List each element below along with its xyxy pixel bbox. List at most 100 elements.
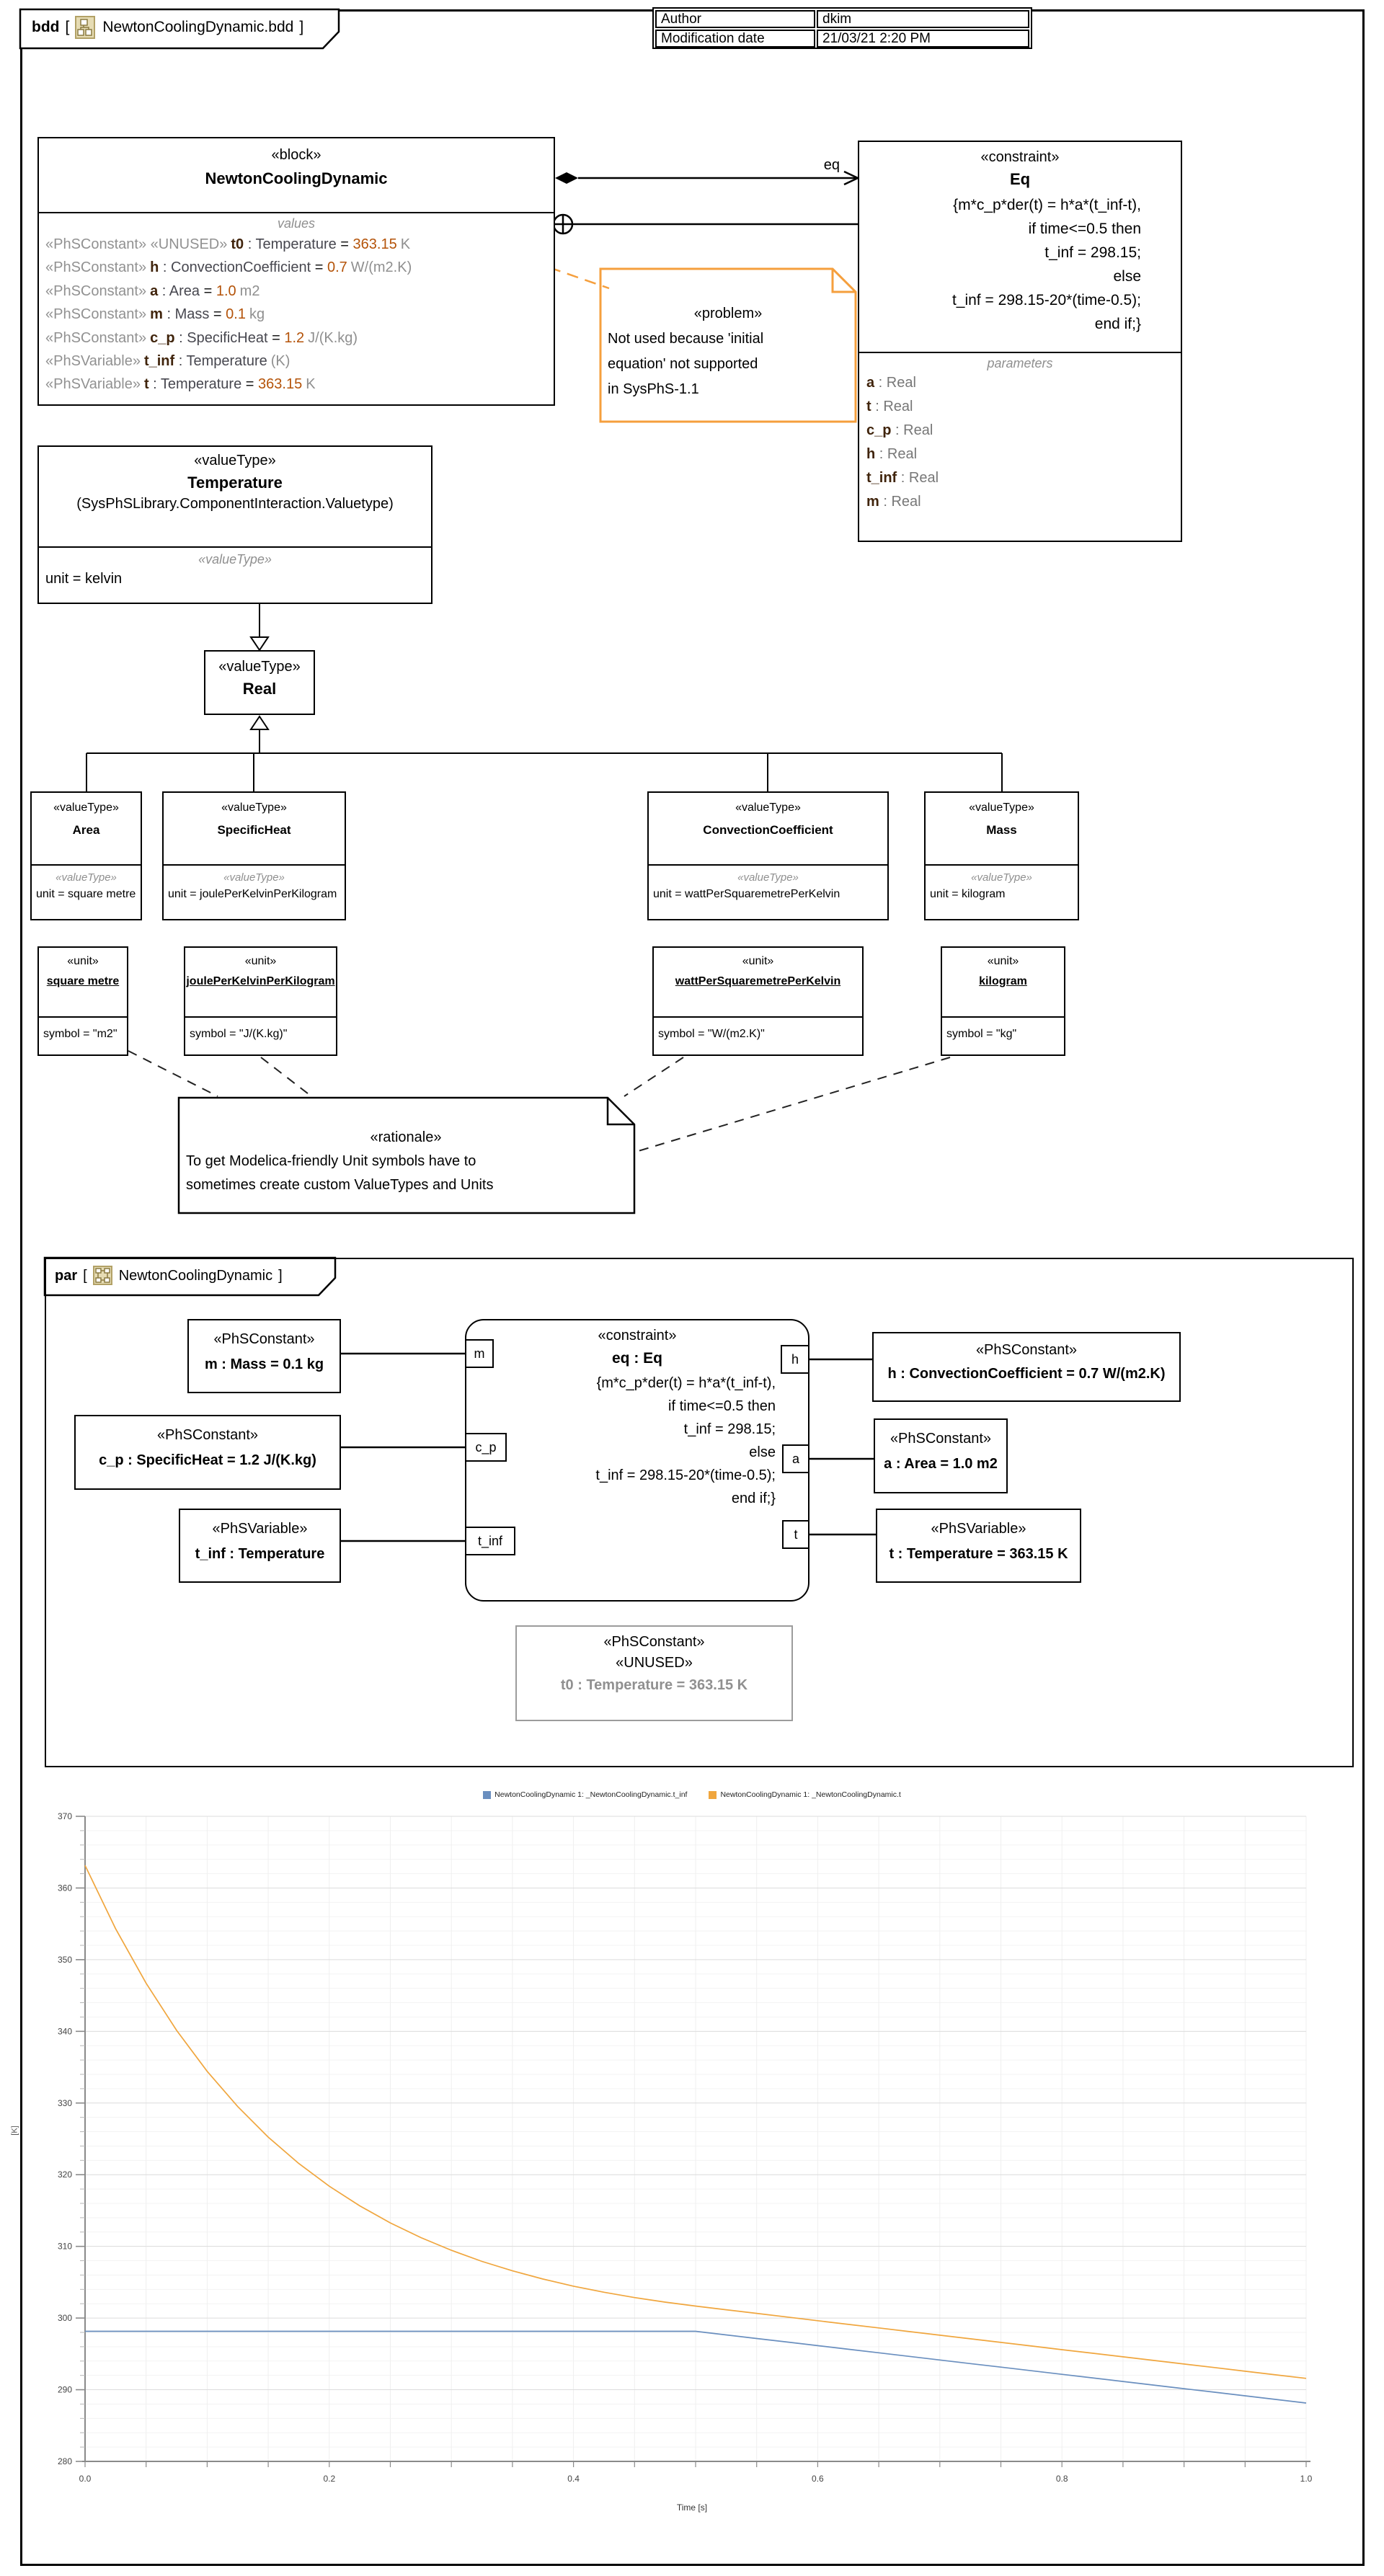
parameter-a: a : Real <box>866 375 916 391</box>
port-tinf: t_inf <box>465 1527 515 1555</box>
par-constant-cp: «PhSConstant» c_p : SpecificHeat = 1.2 J… <box>74 1415 341 1490</box>
legend-item-t: NewtonCoolingDynamic 1: _NewtonCoolingDy… <box>709 1790 901 1799</box>
svg-text:330: 330 <box>58 2098 72 2108</box>
constraint-block-eq: «constraint» Eq {m*c_p*der(t) = h*a*(t_i… <box>858 141 1182 542</box>
values-compartment-label: values <box>277 216 316 231</box>
par-variable-tinf: «PhSVariable» t_inf : Temperature <box>179 1509 341 1583</box>
association-label-eq: eq <box>823 157 840 173</box>
constraint-name: Eq <box>1009 170 1031 188</box>
legend-swatch-orange <box>709 1790 717 1799</box>
par-constraint-stereotype: «constraint» <box>598 1328 677 1343</box>
svg-text:290: 290 <box>58 2385 72 2395</box>
par-unused-t0: «PhSConstant» «UNUSED» t0 : Temperature … <box>515 1625 793 1721</box>
block-name: NewtonCoolingDynamic <box>205 169 388 187</box>
par-constant-m: «PhSConstant» m : Mass = 0.1 kg <box>187 1319 341 1393</box>
rationale-note: «rationale» To get Modelica-friendly Uni… <box>186 1126 626 1197</box>
chart-x-axis-label: Time [s] <box>676 2502 708 2513</box>
diagram-title: NewtonCoolingDynamic.bdd <box>102 19 294 35</box>
value-property-h: «PhSConstant»h : ConvectionCoefficient =… <box>45 259 412 276</box>
unit-wattpersquaremetreperkelvin: «unit» wattPerSquaremetrePerKelvin symbo… <box>652 946 864 1056</box>
constraint-stereotype: «constraint» <box>980 149 1060 165</box>
svg-text:0.0: 0.0 <box>79 2474 92 2484</box>
valuetype-real: «valueType» Real <box>204 650 315 715</box>
real-stereotype: «valueType» <box>218 659 301 675</box>
block-newtoncoolingdynamic: «block» NewtonCoolingDynamic values «PhS… <box>37 137 555 406</box>
port-t: t <box>782 1520 809 1549</box>
problem-stereotype: «problem» <box>693 306 763 321</box>
chart-y-axis-label: [K] <box>10 2126 19 2136</box>
svg-text:370: 370 <box>58 1811 72 1821</box>
svg-text:360: 360 <box>58 1883 72 1893</box>
svg-text:320: 320 <box>58 2169 72 2180</box>
par-constraint-equation: {m*c_p*der(t) = h*a*(t_inf-t), if time<=… <box>595 1375 776 1506</box>
legend-item-tinf: NewtonCoolingDynamic 1: _NewtonCoolingDy… <box>483 1790 687 1799</box>
port-h: h <box>781 1345 809 1374</box>
par-constant-h: «PhSConstant» h : ConvectionCoefficient … <box>872 1332 1181 1402</box>
problem-note: «problem» Not used because 'initial equa… <box>608 301 848 402</box>
svg-text:340: 340 <box>58 2026 72 2036</box>
constraint-equation: {m*c_p*der(t) = h*a*(t_inf-t), if time<=… <box>952 197 1141 332</box>
valuetype-temperature: «valueType» Temperature (SysPhSLibrary.C… <box>37 445 432 604</box>
port-cp: c_p <box>465 1433 507 1462</box>
unit-jouleperkelvinperkilogram: «unit» joulePerKelvinPerKilogram symbol … <box>184 946 337 1056</box>
unit-kilogram: «unit» kilogram symbol = "kg" <box>941 946 1065 1056</box>
svg-text:300: 300 <box>58 2313 72 2323</box>
close-bracket: ] <box>278 1267 283 1284</box>
legend-label-t: NewtonCoolingDynamic 1: _NewtonCoolingDy… <box>720 1790 901 1799</box>
real-name: Real <box>242 680 277 698</box>
valuetype-convectioncoefficient: «valueType» ConvectionCoefficient «value… <box>647 791 889 920</box>
valuetype-name: Temperature <box>187 474 283 492</box>
valuetype-area: «valueType» Area «valueType» unit = squa… <box>30 791 142 920</box>
chart-legend: NewtonCoolingDynamic 1: _NewtonCoolingDy… <box>0 1790 1384 1799</box>
open-bracket: [ <box>83 1267 87 1284</box>
modification-date-label: Modification date <box>655 30 815 48</box>
valuetype-specificheat: «valueType» SpecificHeat «valueType» uni… <box>162 791 346 920</box>
legend-swatch-blue <box>483 1790 492 1799</box>
par-diagram-title: NewtonCoolingDynamic <box>118 1267 273 1284</box>
parameter-h: h : Real <box>866 446 918 462</box>
temperature-unit: unit = kelvin <box>45 571 123 587</box>
parameter-tinf: t_inf : Real <box>866 470 939 486</box>
svg-text:0.4: 0.4 <box>567 2474 580 2484</box>
close-bracket: ] <box>299 19 304 35</box>
par-diagram-kind: par <box>55 1267 78 1284</box>
par-constraint-eq: «constraint» eq : Eq {m*c_p*der(t) = h*a… <box>465 1319 809 1602</box>
unit-square-metre: «unit» square metre symbol = "m2" <box>37 946 128 1056</box>
par-variable-t: «PhSVariable» t : Temperature = 363.15 K <box>876 1509 1081 1583</box>
par-constant-a: «PhSConstant» a : Area = 1.0 m2 <box>874 1418 1008 1493</box>
valuetype-stereotype: «valueType» <box>194 453 276 468</box>
par-tab: par [ NewtonCoolingDynamic ] <box>55 1266 283 1286</box>
svg-text:350: 350 <box>58 1955 72 1965</box>
parameter-cp: c_p : Real <box>866 422 933 438</box>
legend-label-tinf: NewtonCoolingDynamic 1: _NewtonCoolingDy… <box>494 1790 688 1799</box>
modification-date-value: 21/03/21 2:20 PM <box>817 30 1029 48</box>
diagram-kind: bdd <box>32 19 60 35</box>
bdd-diagram-icon <box>75 16 96 39</box>
svg-text:280: 280 <box>58 2456 72 2466</box>
parameter-m: m : Real <box>866 494 921 510</box>
author-value: dkim <box>817 10 1029 28</box>
par-constraint-name: eq : Eq <box>611 1350 662 1367</box>
par-diagram-icon <box>92 1266 112 1285</box>
diagram-info-table: Author dkim Modification date 21/03/21 2… <box>652 7 1032 49</box>
valuetype-mass: «valueType» Mass «valueType» unit = kilo… <box>924 791 1079 920</box>
svg-text:0.6: 0.6 <box>812 2474 824 2484</box>
open-bracket: [ <box>65 19 70 35</box>
parameters-compartment-label: parameters <box>987 356 1053 370</box>
valuetype-qualifier: (SysPhSLibrary.ComponentInteraction.Valu… <box>76 496 394 512</box>
value-property-tinf: «PhSVariable»t_inf : Temperature(K) <box>45 353 290 370</box>
svg-text:310: 310 <box>58 2242 72 2252</box>
rationale-stereotype: «rationale» <box>370 1129 442 1145</box>
parameter-t: t : Real <box>866 399 913 414</box>
compartment-stereotype: «valueType» <box>198 552 272 567</box>
value-property-t0: «PhSConstant» «UNUSED»t0 : Temperature =… <box>45 236 411 252</box>
port-m: m <box>465 1339 494 1368</box>
author-label: Author <box>655 10 815 28</box>
